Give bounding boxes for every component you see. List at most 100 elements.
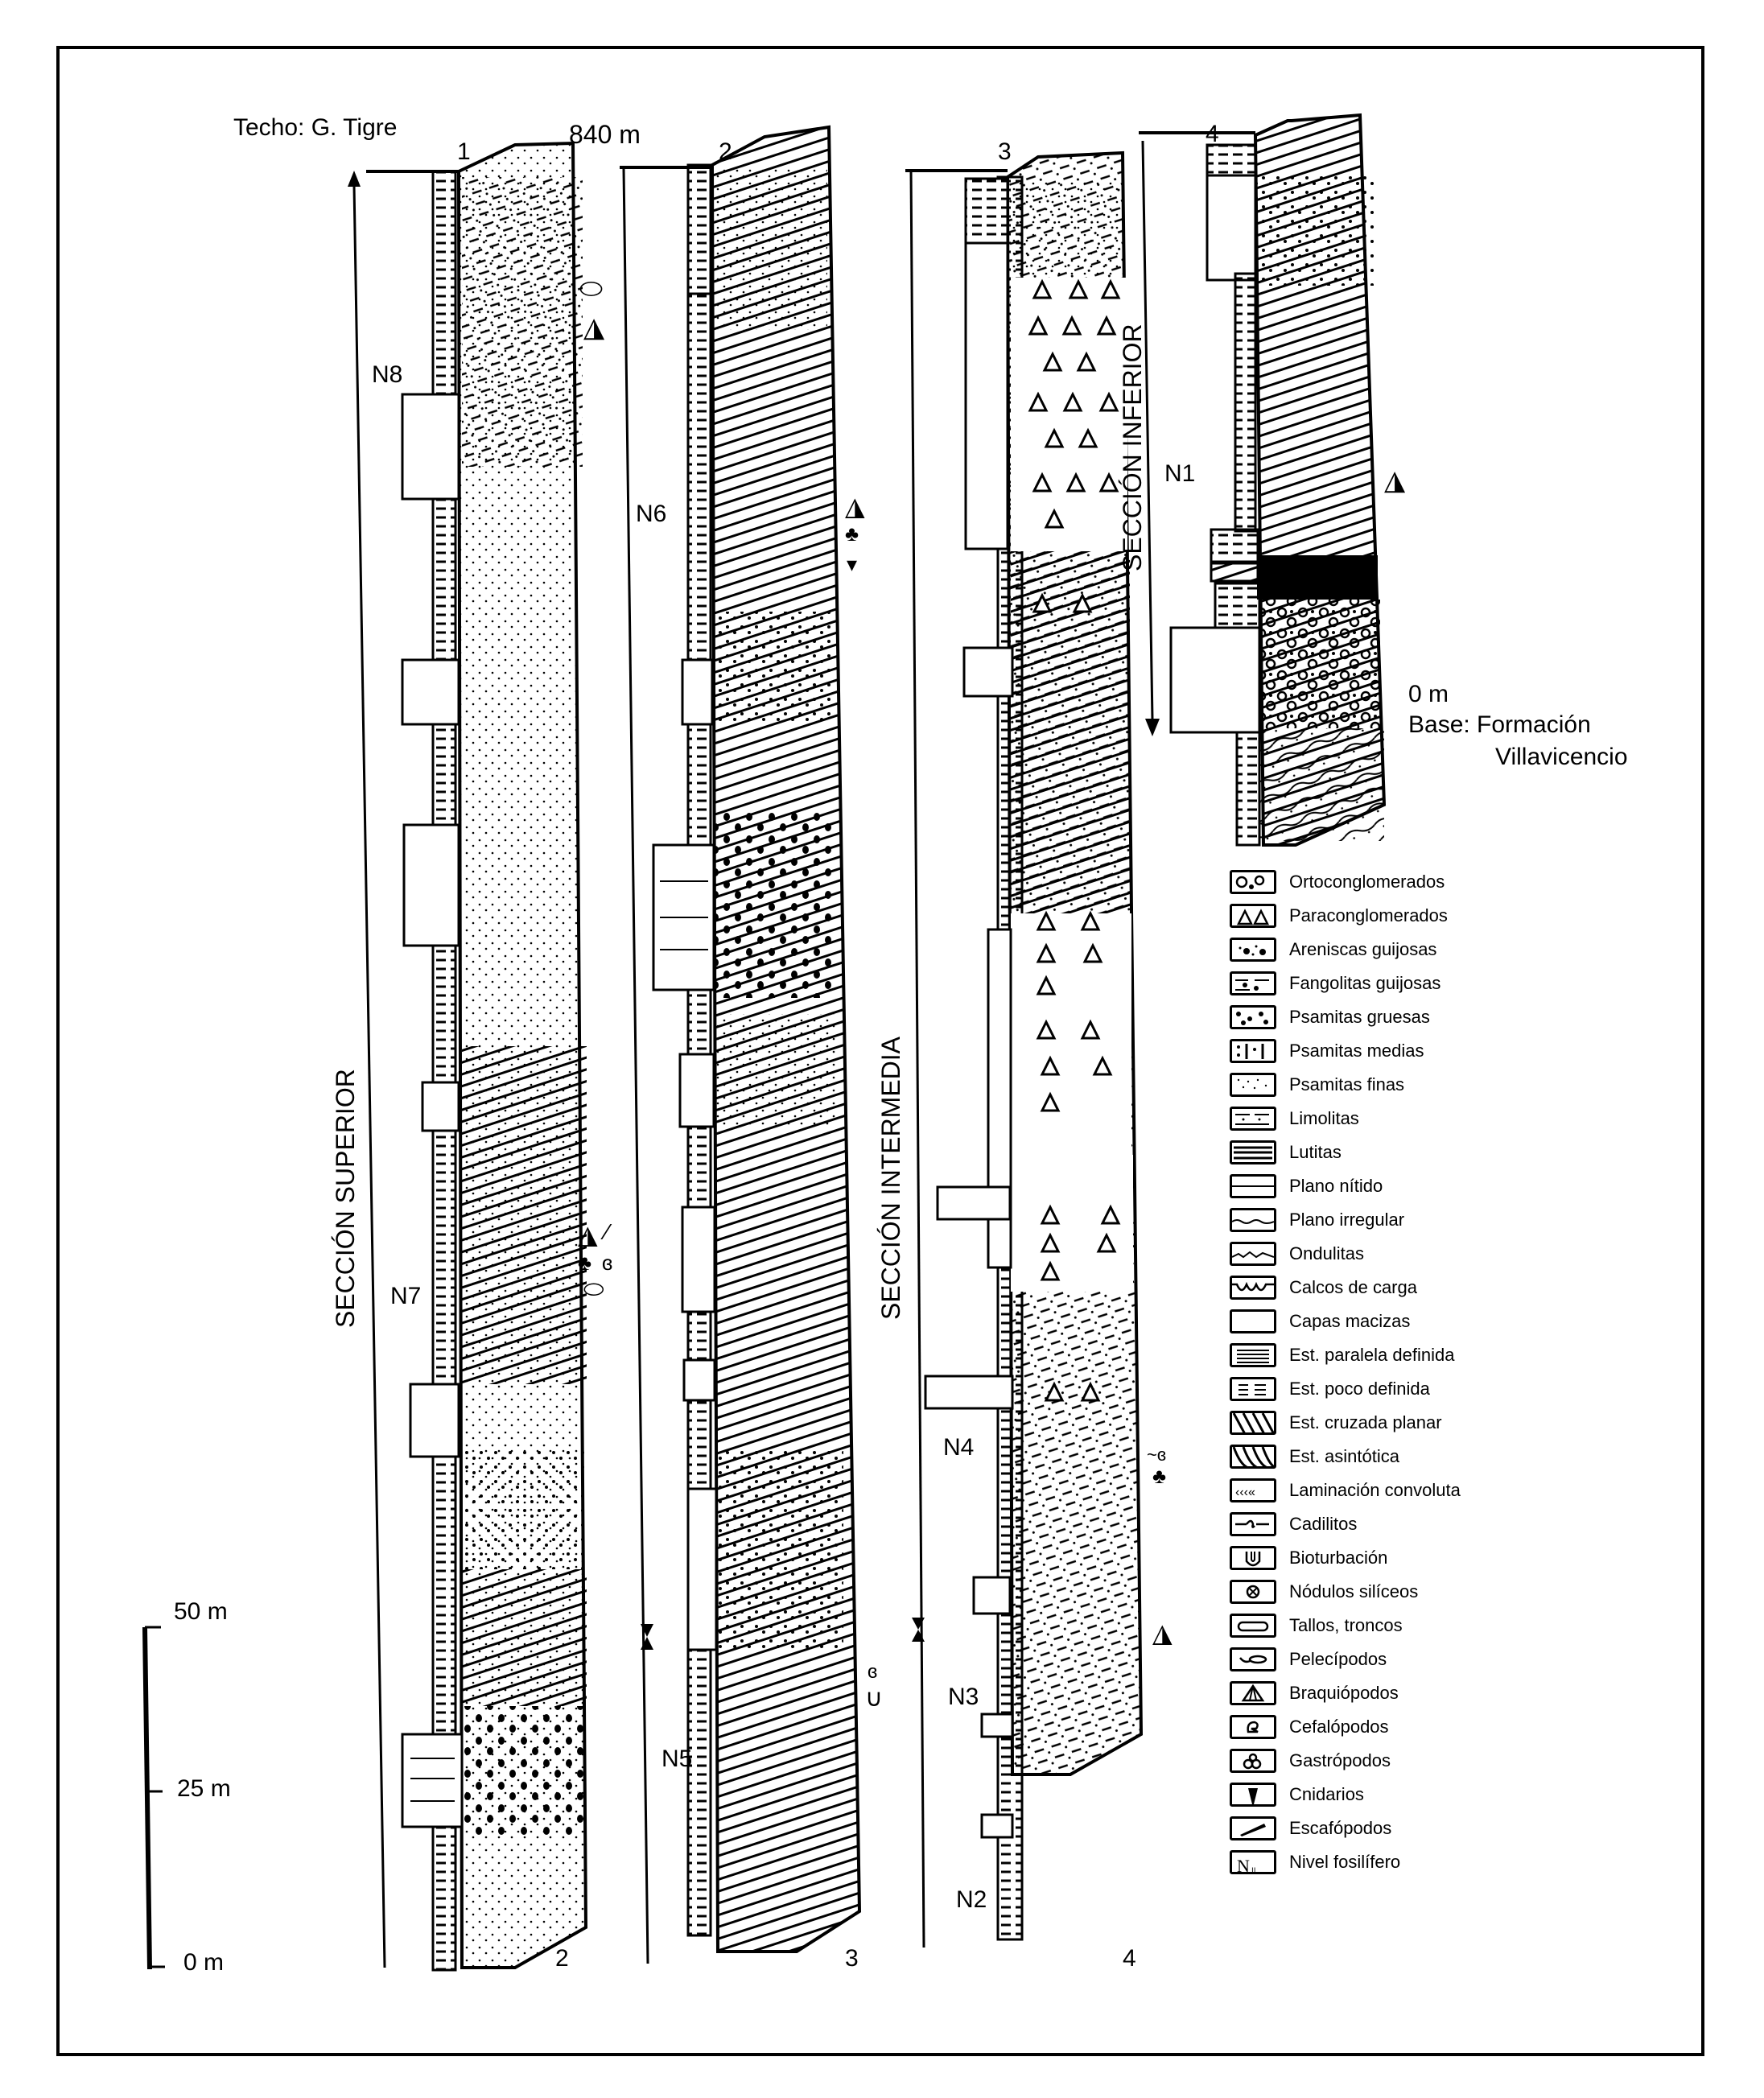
legend-label: Cnidarios: [1289, 1784, 1364, 1804]
scale-tick-50: 50 m: [174, 1598, 228, 1625]
irregular-plane-icon: [1230, 1208, 1276, 1232]
legend-label: Est. asintótica: [1289, 1446, 1399, 1466]
clast-triangle: [1065, 472, 1086, 493]
level-n8: N8: [372, 361, 402, 388]
legend-item: Bioturbación: [1230, 1541, 1568, 1575]
svg-text:ıı: ıı: [1251, 1865, 1256, 1872]
legend-item: Gastrópodos: [1230, 1744, 1568, 1778]
legend-item: Limolitas: [1230, 1102, 1568, 1136]
column-2: 2 3: [620, 125, 862, 1972]
legend-label: Cadilitos: [1289, 1514, 1358, 1534]
clast-triangle: [1042, 351, 1063, 372]
column-3-bottom-number: 4: [1123, 1945, 1136, 1972]
clast-triangle: [1044, 508, 1065, 529]
legend-label: Fangolitas guijosas: [1289, 973, 1441, 993]
ripples-icon: [1230, 1242, 1276, 1266]
clast-triangle: [1036, 910, 1057, 931]
siltstone-pattern-icon: [1230, 1107, 1276, 1131]
column-2-bottom-number: 3: [845, 1945, 859, 1972]
bioturbation-icon: ∪: [865, 1685, 883, 1712]
scale-bar: 50 m 25 m 0 m: [142, 1598, 231, 1976]
clast-triangle: [1062, 391, 1083, 412]
brachiopod-icon: ◮: [1384, 465, 1406, 496]
column-1-bottom-number: 2: [555, 1945, 569, 1972]
legend-item: Capas macizas: [1230, 1305, 1568, 1338]
legend-label: Cefalópodos: [1289, 1717, 1389, 1737]
column-1: 1 2: [366, 138, 588, 1972]
legend-item: Escafópodos: [1230, 1812, 1568, 1845]
clast-triangle: [1092, 1055, 1113, 1076]
clast-triangle: [1072, 592, 1093, 613]
legend-label: Paraconglomerados: [1289, 905, 1448, 925]
clast-triangle: [1080, 910, 1101, 931]
level-n1: N1: [1164, 460, 1195, 487]
planar-cross-bedding-icon: [1230, 1411, 1276, 1435]
load-cast-icon: [1230, 1276, 1276, 1300]
legend-item: Cefalópodos: [1230, 1710, 1568, 1744]
top-height-label: 840 m: [569, 120, 641, 149]
level-n2: N2: [956, 1886, 987, 1913]
legend-item: Psamitas medias: [1230, 1034, 1568, 1068]
legend-item: Est. paralela definida: [1230, 1338, 1568, 1372]
convolute-lamination-icon: ‹‹‹«: [1230, 1478, 1276, 1502]
base-height-label: 0 m: [1408, 681, 1449, 707]
scaphopod-icon: ⁄: [600, 1219, 612, 1244]
legend-item: Plano irregular: [1230, 1203, 1568, 1237]
legend-label: Psamitas gruesas: [1289, 1007, 1430, 1027]
legend-label: Est. cruzada planar: [1289, 1412, 1442, 1432]
clast-triangle: [1096, 1232, 1117, 1253]
clast-triangle: [1100, 1204, 1121, 1225]
clast-triangle: [1044, 1381, 1065, 1402]
clast-triangle: [1061, 315, 1082, 336]
legend-label: Calcos de carga: [1289, 1277, 1417, 1297]
brachiopod-icon: ◮: [845, 492, 865, 521]
asymptotic-bedding-icon: [1230, 1445, 1276, 1469]
legend-item: Nódulos silíceos: [1230, 1575, 1568, 1609]
legend-item: ‹‹‹« Laminación convoluta: [1230, 1474, 1568, 1507]
stem-trunk-icon: ⬭: [583, 1276, 604, 1303]
clast-triangle: [1080, 1381, 1101, 1402]
legend-label: Plano nítido: [1289, 1176, 1383, 1196]
legend-label: Laminación convoluta: [1289, 1480, 1461, 1500]
stem-trunk-icon: [1230, 1614, 1276, 1638]
pebbly-sandstone-pattern-icon: [1230, 938, 1276, 962]
clast-triangle: [1036, 942, 1057, 963]
column-4: 4: [1139, 113, 1387, 847]
legend-item: Plano nítido: [1230, 1169, 1568, 1203]
legend-label: Ondulitas: [1289, 1243, 1364, 1263]
brachiopod-icon: ◮: [1152, 1618, 1173, 1647]
bioturbation-icon: [1230, 1546, 1276, 1570]
clast-triangle: [1044, 427, 1065, 448]
massive-bed-icon: [1230, 1309, 1276, 1333]
scale-tick-25: 25 m: [177, 1775, 231, 1802]
legend-label: Bioturbación: [1289, 1548, 1388, 1568]
legend-label: Limolitas: [1289, 1108, 1359, 1128]
level-n4: N4: [943, 1434, 974, 1461]
legend-item: Est. cruzada planar: [1230, 1406, 1568, 1440]
column-3: 3 4: [905, 138, 1144, 1972]
cnidarian-icon: ▾: [847, 552, 857, 576]
legend-label: Nivel fosilífero: [1289, 1852, 1401, 1872]
clast-triangle: [1040, 1091, 1061, 1112]
legend-item: Ondulitas: [1230, 1237, 1568, 1271]
clast-triangle: [1076, 351, 1097, 372]
level-n3: N3: [948, 1684, 979, 1710]
clast-triangle: [1028, 315, 1049, 336]
clast-triangle: [1032, 592, 1053, 613]
medium-psammite-pattern-icon: [1230, 1039, 1276, 1063]
paraconglomerate-pattern-icon: [1230, 904, 1276, 928]
legend-item: Pelecípodos: [1230, 1643, 1568, 1676]
clast-triangle: [1068, 278, 1089, 299]
svg-text:N: N: [1237, 1856, 1250, 1872]
base-label-line2: Villavicencio: [1495, 744, 1628, 770]
legend-label: Est. paralela definida: [1289, 1345, 1455, 1365]
clast-triangle: [1040, 1232, 1061, 1253]
clast-triangle: [1080, 1019, 1101, 1040]
clast-triangle: [1098, 472, 1119, 493]
clast-triangle: [1082, 942, 1103, 963]
ortoconglomerate-pattern-icon: [1230, 870, 1276, 894]
clast-triangle: [1078, 427, 1098, 448]
legend-item: Paraconglomerados: [1230, 899, 1568, 933]
